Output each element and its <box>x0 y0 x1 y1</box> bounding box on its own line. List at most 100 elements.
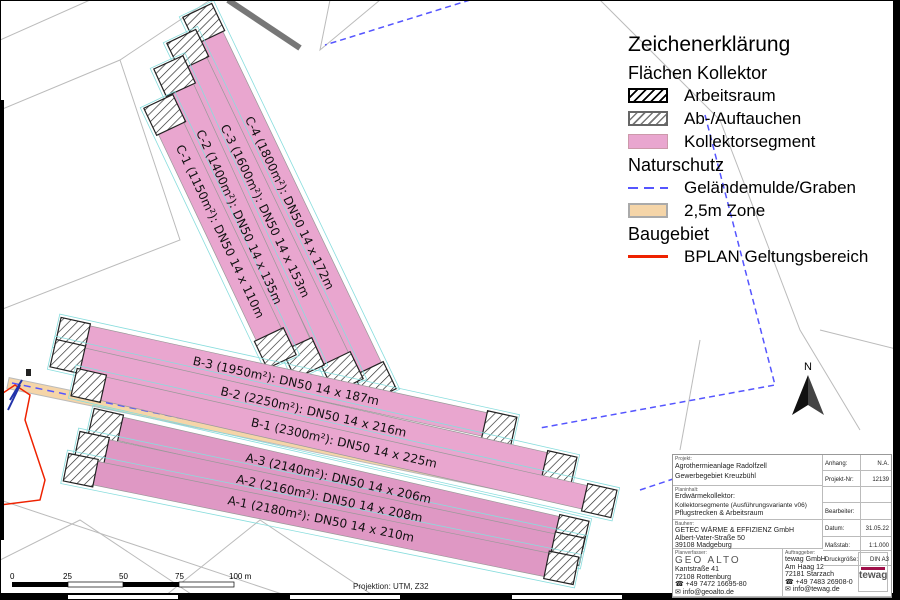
legend-label: Ab-/Auftauchen <box>684 108 802 128</box>
legend-item: Arbeitsraum <box>628 84 893 107</box>
legend-label: BPLAN Geltungsbereich <box>684 246 869 266</box>
tb-field-value <box>861 503 891 520</box>
arbeitsraum-box <box>152 54 197 98</box>
scalebar <box>12 581 235 588</box>
tb-text: tewag GmbH <box>785 556 826 563</box>
tb-text: Pflugstrecken & Arbeitsraum <box>675 510 764 517</box>
north-arrow: N <box>792 361 824 415</box>
tb-text: 72108 Rottenburg <box>675 573 732 581</box>
tb-field-label: Maßstab: <box>823 537 861 551</box>
title-block: Projekt: Agrothermieanlage Radolfzell Ge… <box>672 454 892 598</box>
phone-icon: ☎ <box>675 581 686 588</box>
pink-fill-icon <box>628 134 668 149</box>
tb-text: Erdwärmekollektor: <box>675 493 735 500</box>
tb-text: 72181 Starzach <box>785 571 835 578</box>
legend-heading: Flächen Kollektor <box>628 63 768 83</box>
tb-label: Projekt: <box>675 456 692 462</box>
legend-label: Kollektorsegment <box>684 131 816 151</box>
pipe-route <box>67 364 621 522</box>
pipe-route <box>139 90 301 373</box>
tb-text: 39108 Madgeburg <box>675 542 732 549</box>
tb-field-label: Druckgröße: <box>823 551 861 566</box>
arbeitsraum-box <box>543 550 580 586</box>
tb-field-value: N.A. <box>861 455 891 471</box>
tb-planverfasser: Planverfasser: GEO ALTO Kantstraße 41 72… <box>673 549 783 597</box>
manifold-shaft <box>26 369 31 376</box>
legend-label: Arbeitsraum <box>684 85 776 105</box>
legend-heading: Baugebiet <box>628 224 710 244</box>
geoalto-logo: GEO ALTO <box>675 555 741 566</box>
tb-field-value: DIN A3 <box>861 551 891 566</box>
scale-tick: 0 <box>10 572 15 581</box>
tb-field-label: Anhang: <box>823 455 861 471</box>
tb-text: Kantstraße 41 <box>675 566 719 573</box>
legend-item: Ab-/Auftauchen <box>628 107 893 130</box>
gray-hatched-box-icon <box>628 111 668 126</box>
mail-icon: ✉ <box>785 586 793 593</box>
arbeitsraum-box <box>580 482 618 519</box>
tb-text: Agrothermieanlage Radolfzell <box>675 463 767 470</box>
tb-text: Gewerbegebiet Kreuzbühl <box>675 473 756 480</box>
tb-field-value <box>861 487 891 503</box>
arbeitsraum-box <box>49 338 87 375</box>
road <box>226 0 302 51</box>
scale-tick: 100 m <box>229 572 252 581</box>
scale-tick: 25 <box>63 572 72 581</box>
arbeitsraum-box <box>70 367 108 404</box>
mail-icon: ✉ <box>675 588 683 596</box>
frame-bottom <box>0 594 900 600</box>
tb-text: Albert-Vater-Straße 50 <box>675 534 745 542</box>
legend-item: Kollektorsegment <box>628 130 893 153</box>
blue-dashed-line-icon <box>628 186 668 189</box>
legend-heading: Naturschutz <box>628 155 725 175</box>
tb-text: GETEC WÄRME & EFFIZIENZ GmbH <box>675 527 795 534</box>
tb-projekt: Projekt: Agrothermieanlage Radolfzell Ge… <box>673 455 823 486</box>
tb-field-value: 12139 <box>861 471 891 487</box>
legend-label: Geländemulde/Graben <box>684 177 857 197</box>
tb-auftraggeber: Auftraggeber: tewag GmbH Am Haag 12 7218… <box>783 549 891 597</box>
tb-text: +49 7483 26908-0 <box>795 578 853 586</box>
phone-icon: ☎ <box>785 578 796 586</box>
black-hatched-box-icon <box>628 88 668 103</box>
scale-tick: 75 <box>175 572 184 581</box>
frame-left <box>0 100 4 540</box>
tewag-logo: tewag <box>858 552 888 592</box>
legend-item: 2,5m Zone <box>628 199 893 222</box>
arbeitsraum-box <box>253 326 297 370</box>
tb-label: Bauherr: <box>675 521 695 527</box>
tb-field-value: 31.05.22 <box>861 520 891 537</box>
tb-field-label: Projekt-Nr: <box>823 471 861 487</box>
tb-field-value: 1:1.000 <box>861 537 891 551</box>
tb-text: Kollektorsegmente (Ausführungsvariante v… <box>675 501 807 509</box>
legend-item: Geländemulde/Graben <box>628 176 893 199</box>
tb-text: info@tewag.de <box>792 586 840 593</box>
projection-label: Projektion: UTM, Z32 <box>353 582 429 591</box>
arbeitsraum-box <box>143 93 187 137</box>
arbeitsraum-box <box>62 452 99 488</box>
orange-fill-icon <box>628 203 668 218</box>
north-label: N <box>804 361 812 373</box>
tb-label: Planinhalt: <box>675 487 699 493</box>
pipe-route <box>60 449 582 589</box>
tb-field-label: Datum: <box>823 520 861 537</box>
tb-text: +49 7472 16695-80 <box>685 581 747 588</box>
tb-label: Auftraggeber: <box>785 550 816 556</box>
bplan-boundary <box>0 384 46 506</box>
legend-label: 2,5m Zone <box>684 200 766 220</box>
tb-field-label: Bearbeiter: <box>823 503 861 520</box>
legend-title: Zeichenerklärung <box>628 33 791 56</box>
tb-field-label <box>823 487 861 503</box>
tewag-logo-text: tewag <box>859 570 888 581</box>
ditch-line <box>324 0 471 46</box>
legend: Zeichenerklärung Flächen Kollektor Arbei… <box>628 33 893 268</box>
legend-item: BPLAN Geltungsbereich <box>628 245 893 268</box>
red-line-icon <box>628 255 668 258</box>
tb-text: Am Haag 12 <box>785 563 824 571</box>
pipe-connection <box>7 379 23 411</box>
tb-text: info@geoalto.de <box>682 588 734 596</box>
tb-bauherr: Bauherr: GETEC WÄRME & EFFIZIENZ GmbH Al… <box>673 520 823 549</box>
tb-label: Planverfasser: <box>675 550 707 556</box>
